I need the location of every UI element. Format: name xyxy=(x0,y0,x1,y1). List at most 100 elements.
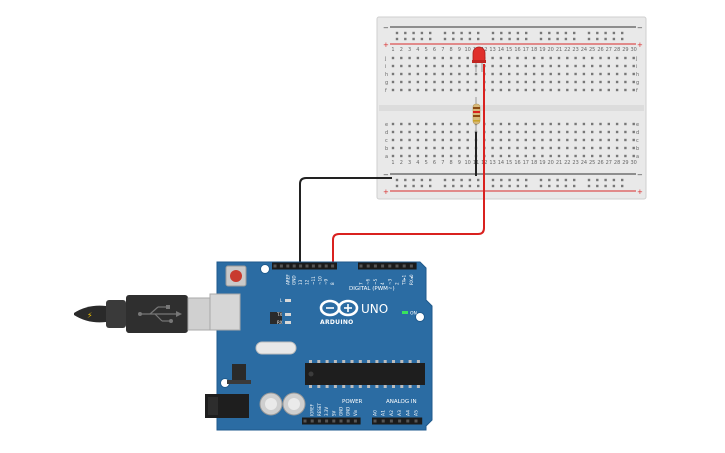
rail-hole[interactable] xyxy=(539,184,543,188)
rail-hole[interactable] xyxy=(404,178,407,182)
rail-hole[interactable] xyxy=(539,178,543,182)
breadboard-hole[interactable] xyxy=(582,80,586,84)
rail-hole[interactable] xyxy=(525,37,528,41)
rail-hole[interactable] xyxy=(621,31,624,35)
breadboard-hole[interactable] xyxy=(532,64,536,68)
breadboard-hole[interactable] xyxy=(615,146,619,150)
breadboard-hole[interactable] xyxy=(408,154,411,158)
breadboard-hole[interactable] xyxy=(458,56,461,60)
rail-hole[interactable] xyxy=(491,178,495,182)
breadboard-hole[interactable] xyxy=(582,72,586,76)
rail-hole[interactable] xyxy=(452,178,455,182)
breadboard-hole[interactable] xyxy=(566,138,569,142)
breadboard-hole[interactable] xyxy=(532,122,536,126)
breadboard-hole[interactable] xyxy=(458,88,461,92)
rail-hole[interactable] xyxy=(404,37,407,41)
breadboard-hole[interactable] xyxy=(615,138,619,142)
rail-hole[interactable] xyxy=(612,184,616,188)
rail-hole[interactable] xyxy=(477,184,480,188)
breadboard-hole[interactable] xyxy=(607,154,610,158)
rail-hole[interactable] xyxy=(412,37,415,41)
digital-header-pin[interactable] xyxy=(273,264,277,268)
rail-hole[interactable] xyxy=(452,31,455,35)
breadboard-hole[interactable] xyxy=(441,88,444,92)
rail-hole[interactable] xyxy=(573,178,576,182)
breadboard-hole[interactable] xyxy=(425,154,428,158)
breadboard-hole[interactable] xyxy=(557,64,561,68)
rail-hole[interactable] xyxy=(621,178,624,182)
breadboard-hole[interactable] xyxy=(391,80,395,84)
rail-hole[interactable] xyxy=(525,178,528,182)
breadboard-hole[interactable] xyxy=(607,138,610,142)
rail-hole[interactable] xyxy=(573,184,576,188)
digital-header-pin[interactable] xyxy=(373,264,377,268)
rail-hole[interactable] xyxy=(539,31,543,35)
breadboard-hole[interactable] xyxy=(574,88,577,92)
rail-hole[interactable] xyxy=(420,37,424,41)
breadboard-hole[interactable] xyxy=(391,64,395,68)
breadboard-hole[interactable] xyxy=(582,64,586,68)
rail-hole[interactable] xyxy=(500,31,503,35)
analog-header-pin[interactable] xyxy=(373,419,377,423)
rail-hole[interactable] xyxy=(516,184,520,188)
breadboard-hole[interactable] xyxy=(449,56,453,60)
breadboard-hole[interactable] xyxy=(416,72,420,76)
pin-headers[interactable] xyxy=(272,262,423,425)
breadboard-hole[interactable] xyxy=(541,154,544,158)
breadboard-hole[interactable] xyxy=(441,130,444,134)
analog-header-pin[interactable] xyxy=(389,419,393,423)
breadboard-hole[interactable] xyxy=(449,88,453,92)
breadboard-hole[interactable] xyxy=(532,72,536,76)
wire-red-pin10[interactable] xyxy=(332,64,485,264)
breadboard-hole[interactable] xyxy=(433,146,436,150)
breadboard-hole[interactable] xyxy=(441,56,444,60)
breadboard-hole[interactable] xyxy=(516,154,519,158)
digital-header-pin[interactable] xyxy=(311,264,315,268)
breadboard-hole[interactable] xyxy=(615,154,619,158)
rail-hole[interactable] xyxy=(468,184,472,188)
breadboard-hole[interactable] xyxy=(532,130,536,134)
breadboard-hole[interactable] xyxy=(466,146,469,150)
rail-hole[interactable] xyxy=(491,184,495,188)
rail-hole[interactable] xyxy=(556,31,559,35)
breadboard-hole[interactable] xyxy=(591,138,594,142)
breadboard-hole[interactable] xyxy=(491,146,494,150)
power-header-pin[interactable] xyxy=(346,419,350,423)
rail-hole[interactable] xyxy=(412,31,415,35)
breadboard-hole[interactable] xyxy=(416,122,420,126)
breadboard-hole[interactable] xyxy=(632,64,635,68)
rail-hole[interactable] xyxy=(429,184,432,188)
breadboard-hole[interactable] xyxy=(607,88,610,92)
breadboard-hole[interactable] xyxy=(549,154,552,158)
rail-hole[interactable] xyxy=(468,37,472,41)
power-header-pin[interactable] xyxy=(317,419,321,423)
breadboard-hole[interactable] xyxy=(441,64,444,68)
rail-hole[interactable] xyxy=(460,184,463,188)
breadboard-hole[interactable] xyxy=(557,138,561,142)
analog-header-pin[interactable] xyxy=(381,419,385,423)
breadboard-hole[interactable] xyxy=(549,56,552,60)
rail-hole[interactable] xyxy=(539,37,543,41)
breadboard-hole[interactable] xyxy=(425,146,428,150)
breadboard-hole[interactable] xyxy=(574,122,577,126)
digital-header-pin[interactable] xyxy=(395,264,399,268)
breadboard-hole[interactable] xyxy=(441,146,444,150)
breadboard-hole[interactable] xyxy=(574,64,577,68)
rail-hole[interactable] xyxy=(420,31,424,35)
rail-hole[interactable] xyxy=(596,37,599,41)
breadboard-hole[interactable] xyxy=(566,88,569,92)
digital-header-pin[interactable] xyxy=(402,264,406,268)
breadboard-hole[interactable] xyxy=(615,72,619,76)
breadboard-hole[interactable] xyxy=(408,56,411,60)
rail-hole[interactable] xyxy=(587,31,591,35)
breadboard-hole[interactable] xyxy=(508,138,511,142)
rail-hole[interactable] xyxy=(468,31,472,35)
breadboard-hole[interactable] xyxy=(624,122,627,126)
breadboard-hole[interactable] xyxy=(400,80,403,84)
breadboard-hole[interactable] xyxy=(400,72,403,76)
breadboard-holes[interactable] xyxy=(391,31,635,188)
breadboard-hole[interactable] xyxy=(408,72,411,76)
breadboard-hole[interactable] xyxy=(499,64,503,68)
rail-hole[interactable] xyxy=(564,37,568,41)
